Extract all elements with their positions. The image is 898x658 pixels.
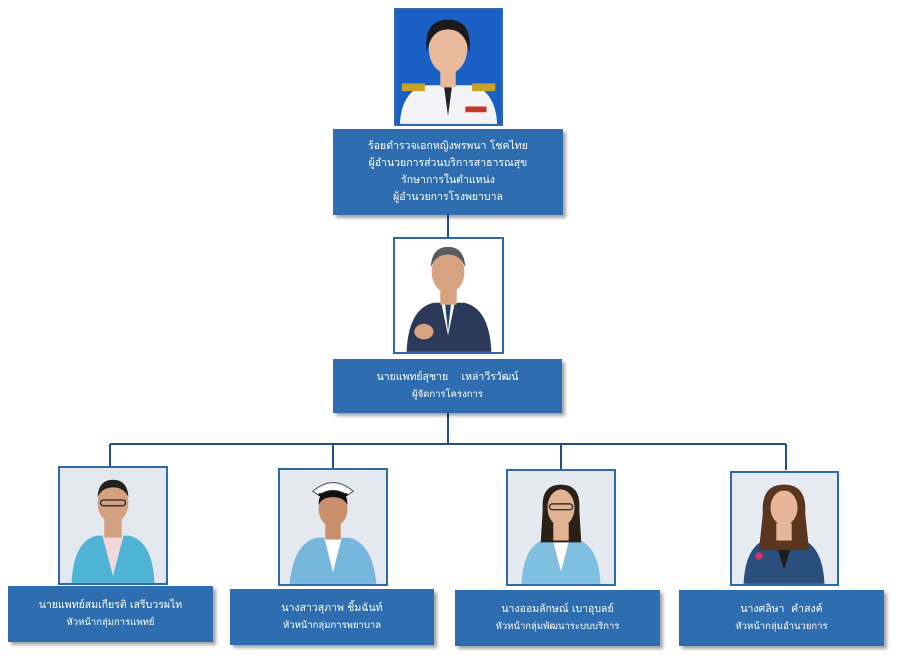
manager-name: นายแพทย์สุชาย เหล่าวีรวัฒน์ bbox=[376, 371, 519, 383]
manager-photo bbox=[393, 237, 504, 354]
director-acting-position: ผู้อำนวยการโรงพยาบาล bbox=[393, 191, 503, 203]
head-1-title: หัวหน้ากลุ่มการแพทย์ bbox=[66, 617, 155, 628]
head-3-title: หัวหน้ากลุ่มพัฒนาระบบบริการ bbox=[495, 621, 620, 632]
director-photo bbox=[394, 8, 503, 126]
director-portrait-image bbox=[396, 10, 501, 124]
head-3-name: นางออมลักษณ์ เบาอุบลย์ bbox=[501, 603, 614, 615]
director-box: ร้อยตำรวจเอกหญิงพรพนา โชคไทย ผู้อำนวยการ… bbox=[333, 129, 563, 215]
head-2-box: นางสาวสุภาพ ชิ้มฉันท์ หัวหน้ากลุ่มการพยา… bbox=[230, 589, 434, 645]
head-2-photo bbox=[278, 468, 388, 586]
head-4-title: หัวหน้ากลุ่มอำนวยการ bbox=[735, 621, 828, 632]
manager-title: ผู้จัดการโครงการ bbox=[412, 389, 483, 400]
head-1-portrait-image bbox=[60, 468, 166, 583]
head-4-box: นางศลิษา คำสงค์ หัวหน้ากลุ่มอำนวยการ bbox=[679, 590, 884, 646]
head-3-photo bbox=[506, 469, 616, 586]
director-name: ร้อยตำรวจเอกหญิงพรพนา โชคไทย bbox=[368, 140, 528, 152]
head-4-photo bbox=[730, 471, 839, 586]
head-2-name: นางสาวสุภาพ ชิ้มฉันท์ bbox=[281, 602, 383, 614]
director-acting: รักษาการในตำแหน่ง bbox=[401, 174, 495, 186]
head-1-box: นายแพทย์สมเกียรติ เสรีบวรผไท หัวหน้ากลุ่… bbox=[8, 586, 213, 642]
head-1-name: นายแพทย์สมเกียรติ เสรีบวรผไท bbox=[38, 599, 183, 611]
manager-box: นายแพทย์สุชาย เหล่าวีรวัฒน์ ผู้จัดการโคร… bbox=[333, 359, 562, 413]
head-1-photo bbox=[58, 466, 168, 585]
head-4-portrait-image bbox=[732, 473, 837, 584]
head-2-title: หัวหน้ากลุ่มการพยาบาล bbox=[282, 620, 382, 631]
head-3-box: นางออมลักษณ์ เบาอุบลย์ หัวหน้ากลุ่มพัฒนา… bbox=[455, 590, 660, 646]
head-3-portrait-image bbox=[508, 471, 614, 584]
head-2-portrait-image bbox=[280, 470, 386, 584]
head-4-name: นางศลิษา คำสงค์ bbox=[740, 603, 823, 615]
manager-portrait-image bbox=[395, 239, 502, 352]
director-position: ผู้อำนวยการส่วนบริการสาธารณสุข bbox=[368, 157, 528, 169]
